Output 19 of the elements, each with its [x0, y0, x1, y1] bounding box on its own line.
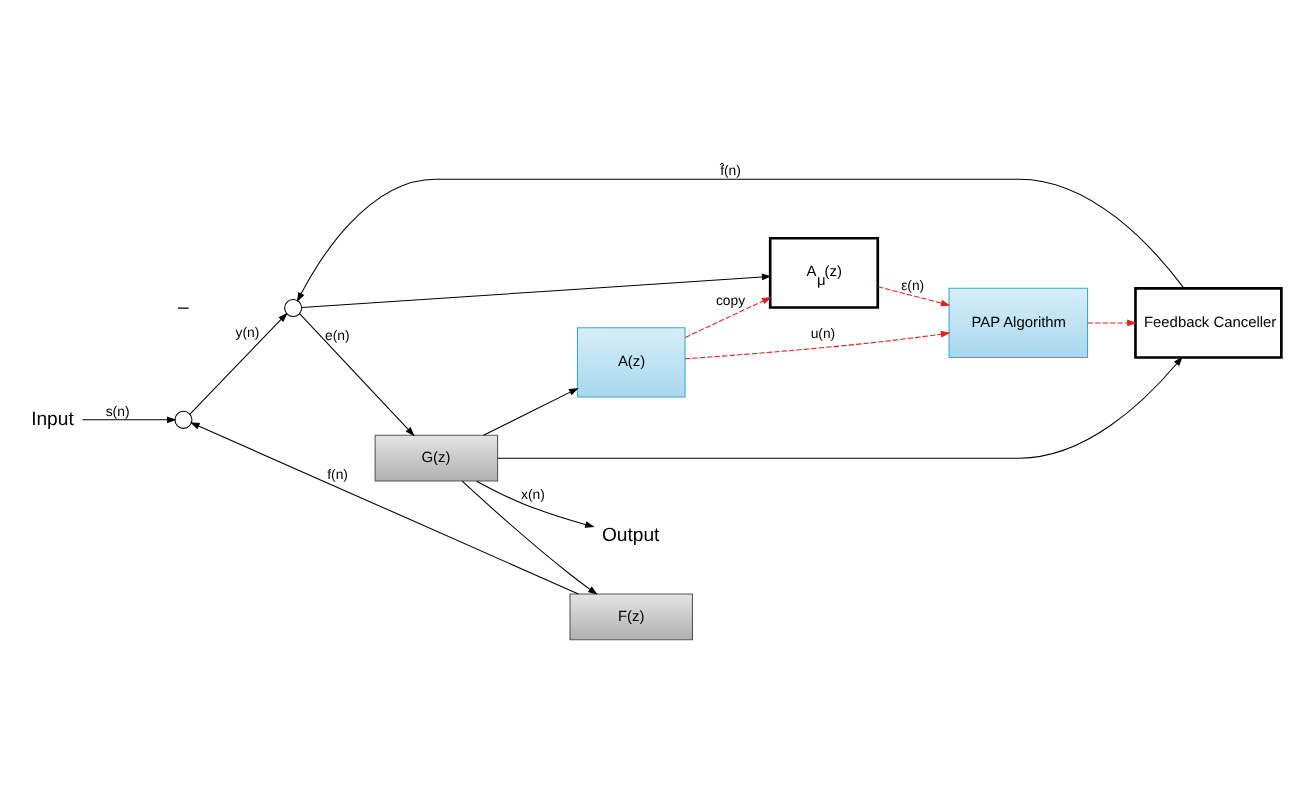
- arrow: [684, 329, 951, 359]
- arrow: [1087, 318, 1137, 326]
- arrow: [81, 415, 177, 423]
- arrow: [497, 355, 1183, 458]
- arrow: [189, 311, 288, 414]
- arrow: [476, 479, 595, 527]
- arrow: [877, 285, 951, 306]
- arrow: [299, 312, 415, 436]
- node-circle: [284, 297, 303, 317]
- arrow: [296, 177, 1185, 302]
- node-circle: [174, 409, 193, 428]
- label: –: [178, 295, 189, 318]
- node-text: Input: [31, 407, 74, 430]
- arrow: [483, 386, 579, 435]
- node-text: Output: [601, 523, 660, 546]
- arrow: [190, 421, 579, 594]
- arrow: [301, 272, 772, 308]
- arrow: [684, 295, 772, 337]
- arrow: [461, 479, 598, 594]
